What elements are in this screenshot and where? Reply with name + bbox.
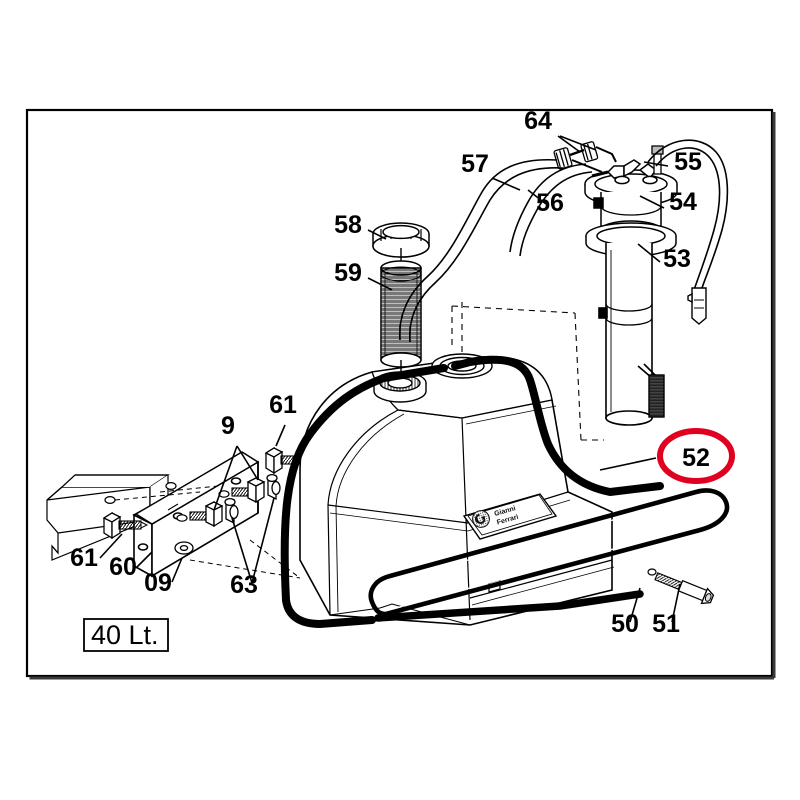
washer-09 bbox=[174, 541, 194, 555]
rubber-trim-52-lower bbox=[374, 590, 644, 622]
callout-64: 64 bbox=[524, 107, 552, 135]
callout-51: 51 bbox=[652, 610, 680, 638]
capacity-label: 40 Lt. bbox=[91, 620, 159, 650]
bolt-9-upper bbox=[218, 476, 266, 504]
fuel-cap-58 bbox=[372, 222, 430, 258]
tubular-guard-50-highlight bbox=[391, 496, 699, 610]
fuel-hose-56 bbox=[509, 163, 593, 257]
mesh-strainer-59 bbox=[380, 248, 422, 378]
bolt-9-lower bbox=[176, 500, 224, 528]
brand-logo-plate: Gianni Ferrari bbox=[462, 493, 558, 540]
callout-53: 53 bbox=[663, 245, 691, 273]
callout-61-left: 61 bbox=[70, 544, 98, 572]
highlight-ellipse-52 bbox=[657, 428, 735, 484]
capacity-label-box: 40 Lt. bbox=[83, 618, 169, 652]
callout-50: 50 bbox=[611, 610, 639, 638]
callout-55: 55 bbox=[674, 148, 702, 176]
callout-54: 54 bbox=[669, 188, 697, 216]
callout-9: 9 bbox=[221, 412, 235, 440]
callout-61-top: 61 bbox=[269, 391, 297, 419]
callout-52: 52 bbox=[682, 444, 710, 472]
return-hose bbox=[647, 139, 729, 291]
spacer-63-upper bbox=[266, 473, 281, 501]
callout-63: 63 bbox=[230, 571, 258, 599]
spacer-63-lower bbox=[224, 497, 239, 525]
pump-sender-unit bbox=[584, 145, 678, 426]
tubular-guard-50 bbox=[368, 488, 730, 617]
fuel-hose-57 bbox=[398, 158, 564, 343]
bolt-61-left bbox=[102, 511, 149, 540]
callout-59: 59 bbox=[334, 259, 362, 287]
diagram-frame bbox=[25, 108, 776, 680]
hose-end-connector bbox=[687, 287, 707, 325]
callout-57: 57 bbox=[461, 150, 489, 178]
callout-labels: 64 57 55 56 54 53 58 59 52 61 9 61 60 09… bbox=[70, 107, 710, 638]
hose-clamps-64 bbox=[553, 141, 617, 173]
callout-09: 09 bbox=[144, 569, 172, 597]
callout-60: 60 bbox=[109, 553, 137, 581]
screw-51 bbox=[647, 568, 715, 605]
callout-56: 56 bbox=[536, 189, 564, 217]
callout-58: 58 bbox=[334, 211, 362, 239]
callout-leaders bbox=[99, 135, 681, 623]
rubber-trim-52 bbox=[280, 355, 664, 628]
pump-assembly-dashes bbox=[451, 300, 604, 441]
